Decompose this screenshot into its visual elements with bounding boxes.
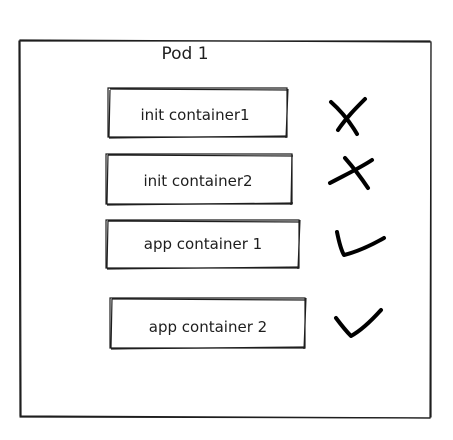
pod-title: Pod 1: [161, 44, 209, 64]
checkmark-icon: [335, 230, 386, 257]
cross-icon: [328, 156, 374, 190]
container-box-app-2: [109, 297, 307, 350]
container-box-app-1: [105, 219, 301, 270]
container-label-init-1: init container1: [140, 106, 250, 124]
container-label-app-1: app container 1: [143, 235, 263, 253]
container-label-app-2: app container 2: [148, 318, 268, 336]
pod-frame: [18, 39, 432, 419]
container-label-init-2: init container2: [143, 172, 253, 190]
cross-icon: [329, 97, 367, 136]
container-box-init-1: [107, 87, 289, 139]
container-box-init-2: [105, 153, 294, 206]
checkmark-icon: [334, 308, 383, 338]
